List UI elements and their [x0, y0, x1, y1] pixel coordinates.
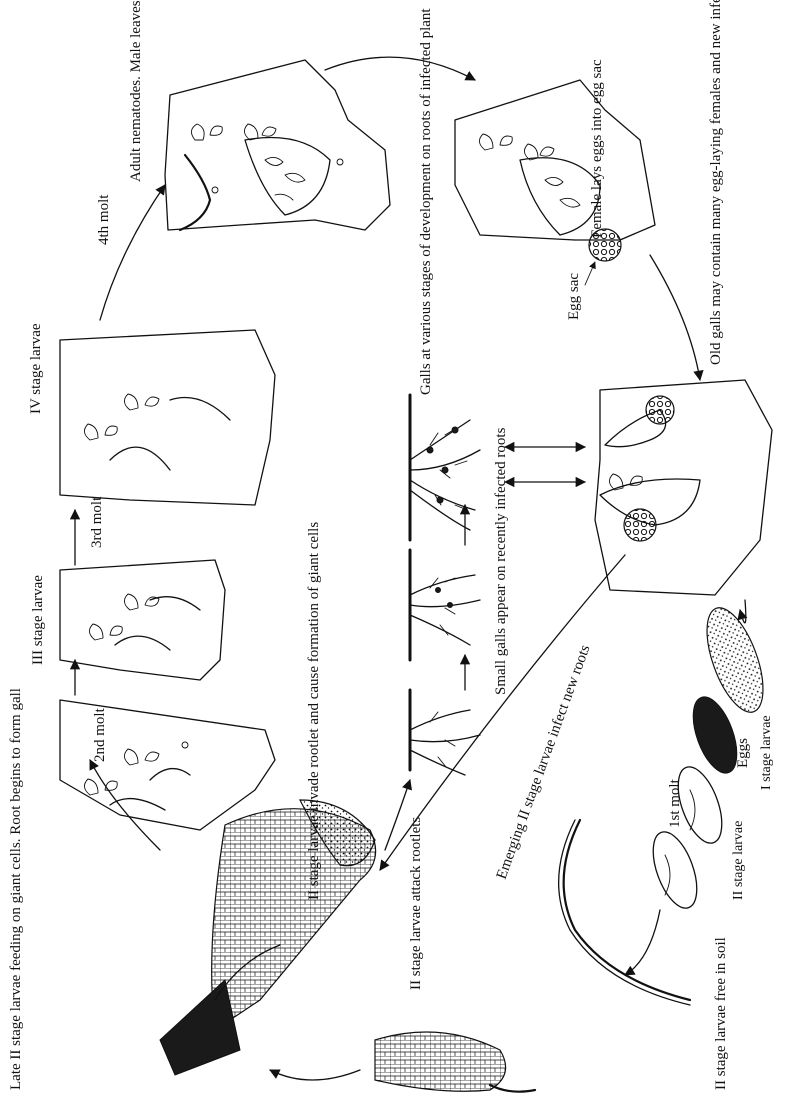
rootlet-invaded [160, 800, 376, 1075]
svg-text:II stage larvae attack rootlet: II stage larvae attack rootlets [408, 817, 424, 990]
free-larva [559, 820, 690, 1005]
label-free-in-soil: II stage larvae free in soil [713, 937, 729, 1090]
panel-iv-stage [60, 330, 275, 505]
svg-text:Galls at various stages of dev: Galls at various stages of development o… [418, 8, 434, 395]
label-iii-stage: III stage larvae [30, 575, 46, 665]
svg-text:I stage larvae: I stage larvae [759, 715, 774, 790]
label-adult-nematodes: Adult nematodes. Male leaves root [128, 0, 144, 182]
svg-text:Female lays eggs into egg sac: Female lays eggs into egg sac [589, 59, 605, 238]
svg-text:Egg sac: Egg sac [566, 273, 582, 320]
label-female-lays-eggs: Female lays eggs into egg sac [589, 59, 605, 238]
arrow-female-to-old-galls [650, 255, 700, 380]
healthy-root-plant [410, 690, 480, 775]
label-old-galls: Old galls may contain many egg-laying fe… [708, 0, 724, 365]
svg-text:4th molt: 4th molt [96, 194, 112, 245]
svg-text:IV stage larvae: IV stage larvae [28, 323, 44, 414]
svg-text:Adult nematodes. Male leaves r: Adult nematodes. Male leaves root [128, 0, 144, 182]
label-ii-stage-in-egg: II stage larvae [731, 821, 746, 900]
arrow-eggs-to-free [625, 910, 660, 975]
arrow-invade-to-late-ii [90, 760, 160, 850]
label-small-galls: Small galls appear on recently infected … [493, 427, 509, 695]
svg-text:Old galls may contain many egg: Old galls may contain many egg-laying fe… [708, 0, 724, 365]
label-third-molt: 3rd molt [89, 496, 105, 548]
panel-adult-nematodes [165, 60, 390, 230]
arrow-invade-to-root [385, 780, 410, 850]
svg-text:Small galls appear on recently: Small galls appear on recently infected … [493, 427, 509, 695]
label-second-molt: 2nd molt [92, 707, 108, 762]
galls-on-roots-plant [410, 395, 480, 540]
attack-rootlet [375, 1032, 535, 1092]
label-late-ii-stage: Late II stage larvae feeding on giant ce… [8, 688, 24, 1090]
small-galls-plant [410, 550, 480, 660]
svg-text:2nd molt: 2nd molt [92, 707, 108, 762]
arrow-old-galls-to-eggs [740, 600, 746, 623]
svg-text:Late II stage larvae feeding o: Late II stage larvae feeding on giant ce… [8, 688, 24, 1090]
arrow-egg-sac [585, 262, 595, 285]
label-attack-rootlets: II stage larvae attack rootlets [408, 817, 424, 990]
eggs-sequence [644, 601, 774, 914]
label-first-stage-larvae: I stage larvae [759, 715, 774, 790]
label-galls-various: Galls at various stages of development o… [418, 8, 434, 395]
panel-old-galls [595, 380, 772, 595]
label-iv-stage: IV stage larvae [28, 323, 44, 414]
panel-iii-stage [60, 560, 225, 680]
svg-text:Eggs: Eggs [735, 738, 751, 768]
svg-text:II stage larvae free in soil: II stage larvae free in soil [713, 937, 729, 1090]
svg-text:III stage larvae: III stage larvae [30, 575, 46, 665]
svg-text:3rd molt: 3rd molt [89, 496, 105, 548]
label-fourth-molt: 4th molt [96, 194, 112, 245]
svg-text:II stage larvae: II stage larvae [731, 821, 746, 900]
label-egg-sac: Egg sac [566, 273, 582, 320]
arrow-adult-to-female [325, 57, 475, 80]
arrow-attack-to-invade [270, 1070, 360, 1080]
label-eggs: Eggs [735, 738, 751, 768]
panel-female-lays [455, 80, 655, 261]
